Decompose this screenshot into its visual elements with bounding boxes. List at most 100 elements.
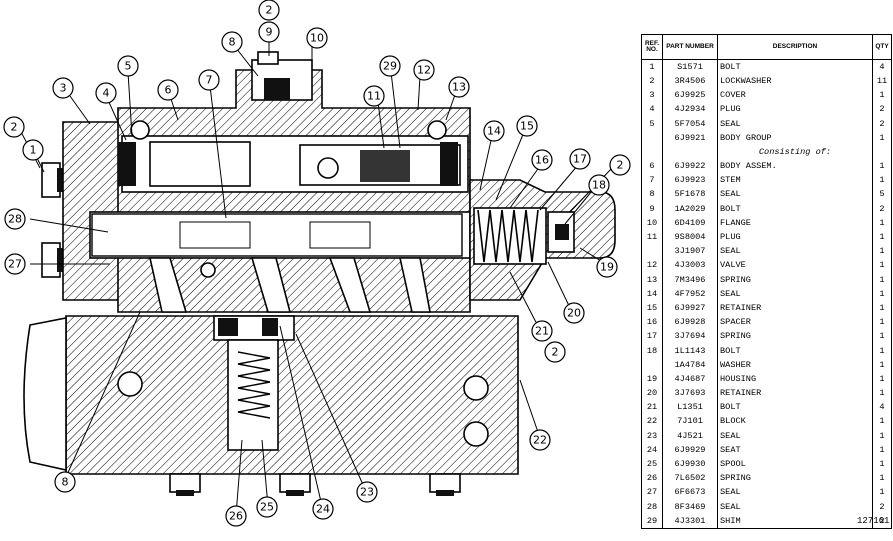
cell-number: 6J9923: [662, 173, 718, 188]
cell-description: SEAL: [717, 287, 873, 302]
callout-label: 4: [103, 87, 110, 100]
cell-description: WASHER: [717, 357, 873, 373]
cell-number: L1351: [662, 400, 718, 415]
callout-label: 19: [600, 261, 614, 274]
cell-number: 9S8004: [662, 230, 718, 245]
cell-ref: 10: [641, 216, 663, 231]
cell-number: 5F1678: [662, 187, 718, 202]
cell-number: 1A4784: [662, 357, 718, 373]
cell-qty: 2: [872, 201, 892, 217]
cell-number: [662, 145, 718, 160]
cell-number: 6J9921: [662, 130, 718, 146]
cell-qty: 2: [872, 102, 892, 117]
qty-header: QTY: [872, 34, 892, 60]
cell-ref: 5: [641, 116, 663, 131]
cell-description: SEAL: [717, 428, 873, 444]
callout-label: 10: [310, 32, 324, 45]
cell-number: 4J3301: [662, 514, 718, 530]
callout-label: 5: [125, 60, 132, 73]
callout-label: 17: [573, 153, 587, 166]
cell-description: SPACER: [717, 315, 873, 330]
callout-21: 21: [531, 320, 553, 342]
callout-label: 7: [206, 74, 213, 87]
figure-id: 127161: [857, 516, 890, 526]
cell-number: 1A2029: [662, 201, 718, 217]
callout-14: 14: [483, 120, 505, 142]
spring: [477, 209, 539, 263]
cell-ref: 12: [641, 258, 663, 273]
cell-ref: 3: [641, 88, 663, 103]
cell-qty: 1: [872, 258, 892, 273]
callout-label: 27: [8, 258, 22, 271]
cell-ref: 26: [641, 471, 663, 486]
callout-label: 6: [165, 84, 172, 97]
cell-ref: 11: [641, 230, 663, 245]
cell-description: BOLT: [717, 400, 873, 415]
callout-label: 9: [266, 26, 273, 39]
cell-number: 3J1907: [662, 244, 718, 259]
cell-qty: 1: [872, 414, 892, 429]
callout-28: 28: [4, 208, 26, 230]
cell-ref: [641, 145, 663, 160]
callout-20: 20: [563, 302, 585, 324]
callout-2: 2: [544, 341, 566, 363]
cell-qty: 1: [872, 244, 892, 259]
cell-number: 4J2934: [662, 102, 718, 117]
cell-number: 6F6673: [662, 485, 718, 500]
callout-label: 28: [8, 213, 22, 226]
cell-number: 6J9930: [662, 457, 718, 472]
cell-qty: 1: [872, 457, 892, 472]
cell-description: SEAT: [717, 443, 873, 458]
callout-label: 16: [535, 154, 549, 167]
cell-number: 7J101: [662, 414, 718, 429]
callout-22: 22: [529, 429, 551, 451]
callout-4: 4: [95, 82, 117, 104]
cell-description: SEAL: [717, 187, 873, 202]
cell-ref: 20: [641, 386, 663, 401]
stem: [91, 213, 463, 257]
callout-29: 29: [379, 55, 401, 77]
cell-qty: 1: [872, 173, 892, 188]
cell-description: HOUSING: [717, 372, 873, 387]
cell-number: 1L1143: [662, 343, 718, 358]
cell-qty: 1: [872, 88, 892, 103]
cell-description: SEAL: [717, 485, 873, 500]
cell-qty: 1: [872, 272, 892, 287]
callout-label: 21: [535, 325, 549, 338]
cell-number: 5F7054: [662, 116, 718, 131]
callout-17: 17: [569, 148, 591, 170]
cell-number: 6J9922: [662, 159, 718, 174]
cell-ref: 21: [641, 400, 663, 415]
cell-number: 4J4687: [662, 372, 718, 387]
table-row: Consisting of:: [641, 145, 892, 160]
cell-ref: 18: [641, 343, 663, 358]
cell-number: 3R4506: [662, 74, 718, 89]
callout-label: 2: [266, 4, 273, 17]
cell-number: 6J9929: [662, 443, 718, 458]
cell-number: 6D4109: [662, 216, 718, 231]
relief-spring: [237, 351, 271, 419]
callout-label: 23: [360, 486, 374, 499]
cell-description: STEM: [717, 173, 873, 188]
cell-ref: 14: [641, 287, 663, 302]
cell-number: 4J3003: [662, 258, 718, 273]
callout-8: 8: [221, 31, 243, 53]
cell-number: 4J521: [662, 428, 718, 444]
callout-label: 13: [452, 81, 466, 94]
callout-16: 16: [531, 149, 553, 171]
